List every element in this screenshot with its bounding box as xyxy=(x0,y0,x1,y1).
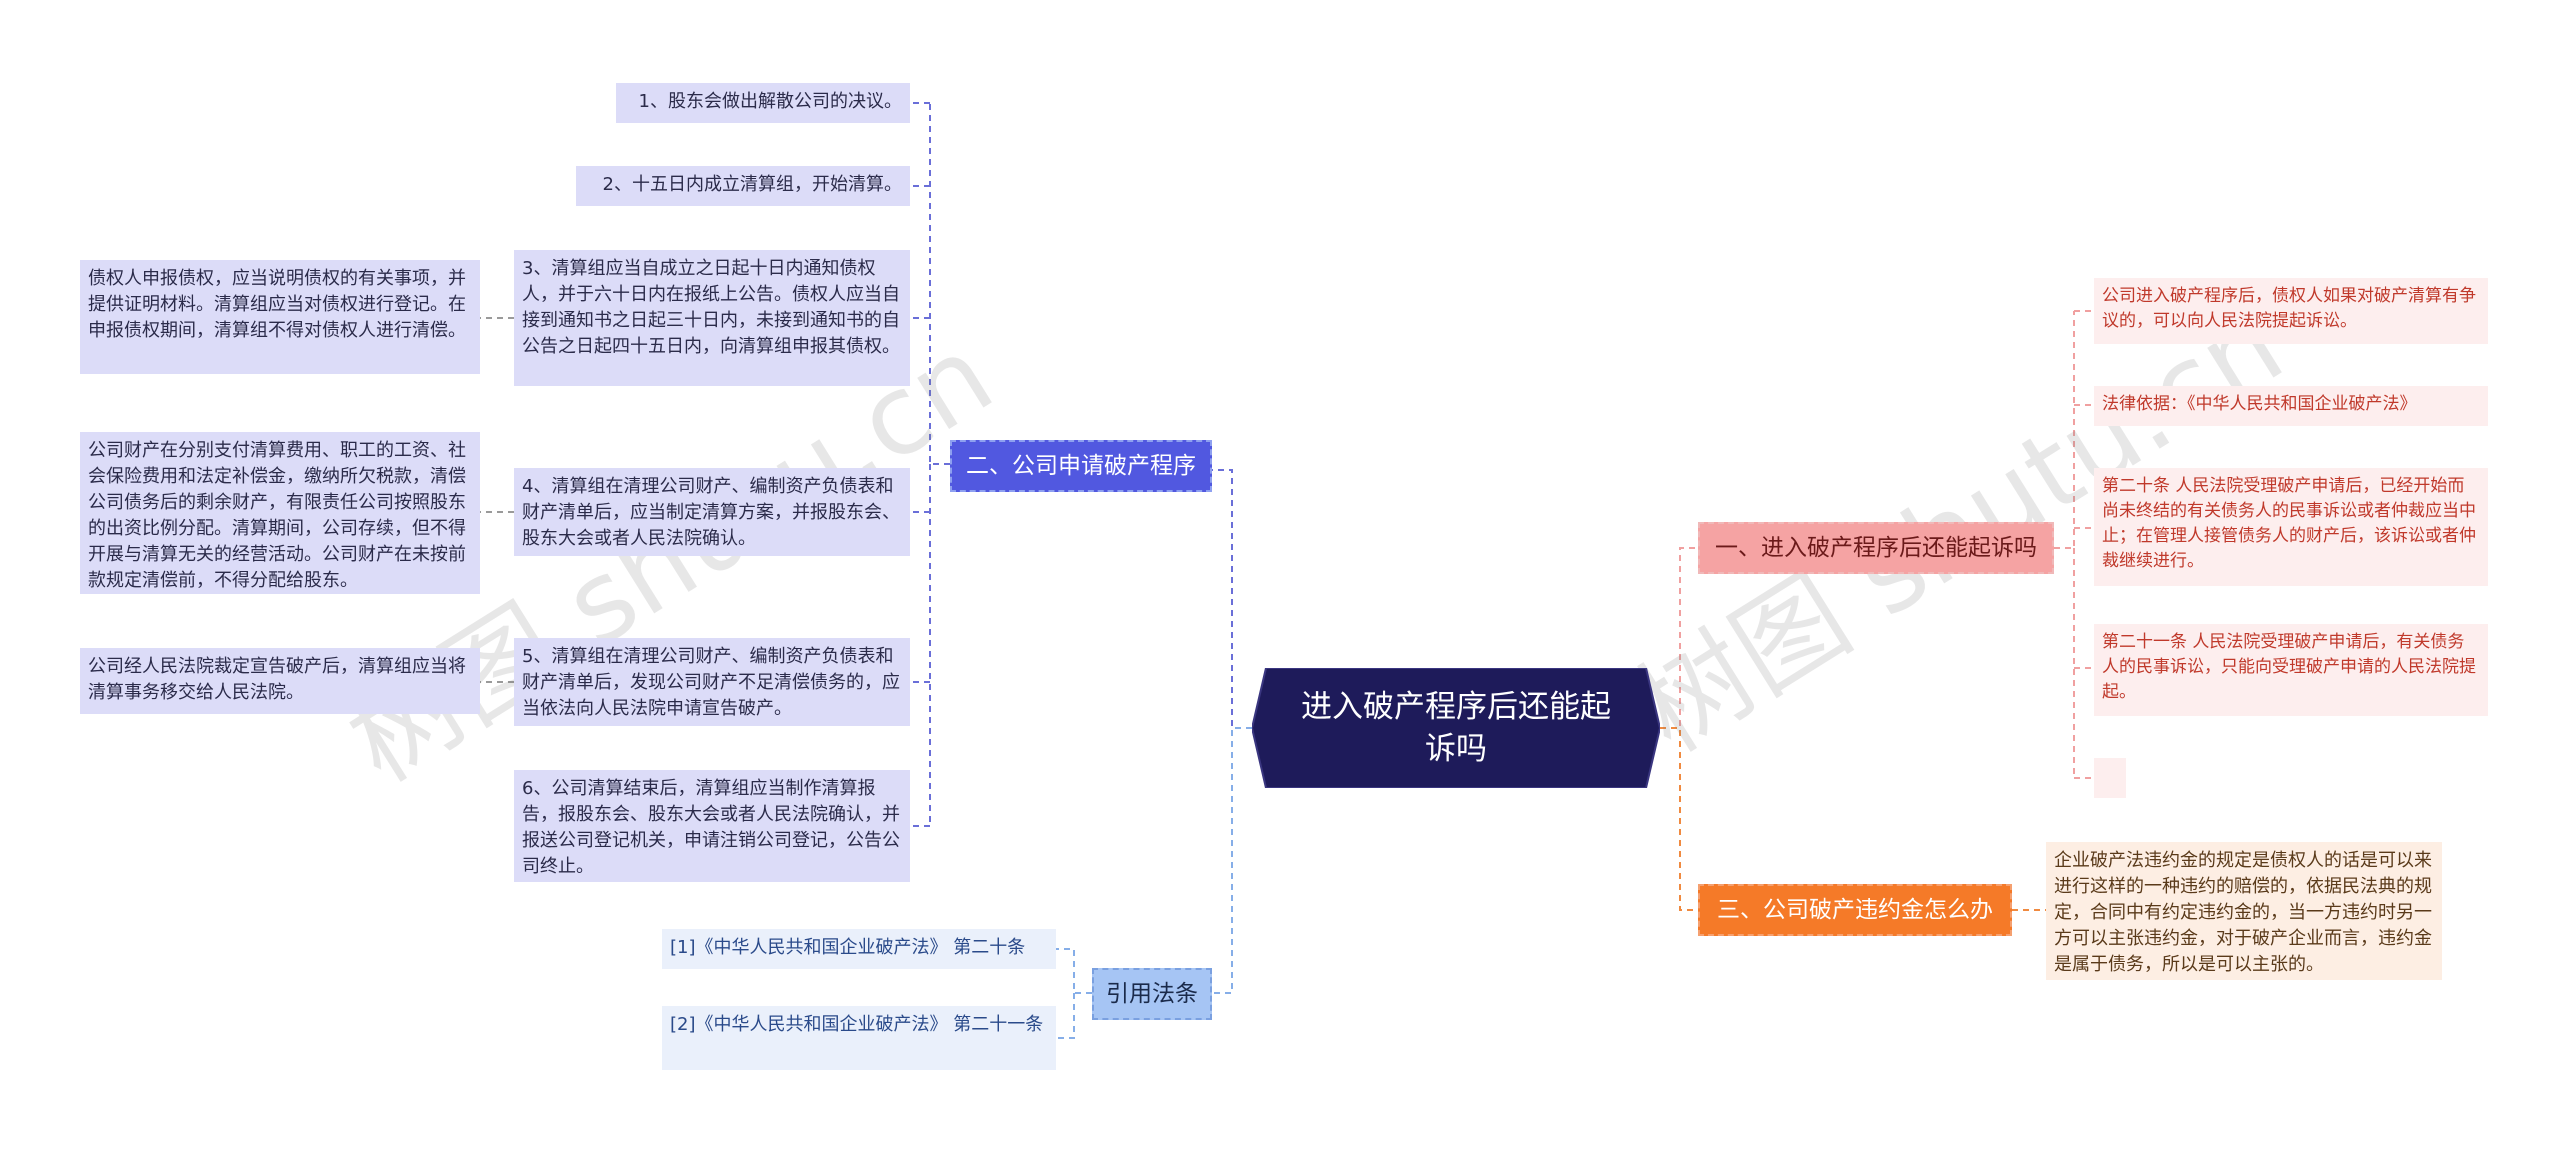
branch-cited-laws[interactable]: 引用法条 xyxy=(1092,968,1212,1020)
article-21[interactable]: 第二十一条 人民法院受理破产申请后，有关债务人的民事诉讼，只能向受理破产申请的人… xyxy=(2094,624,2488,716)
ref-article-20[interactable]: [1]《中华人民共和国企业破产法》 第二十条 xyxy=(662,929,1056,969)
legal-basis[interactable]: 法律依据：《中华人民共和国企业破产法》 xyxy=(2094,386,2488,426)
step-5-note[interactable]: 公司经人民法院裁定宣告破产后，清算组应当将清算事务移交给人民法院。 xyxy=(80,648,480,714)
root-node[interactable]: 进入破产程序后还能起诉吗 xyxy=(1301,689,1611,767)
step-4-note[interactable]: 公司财产在分别支付清算费用、职工的工资、社会保险费用和法定补偿金，缴纳所欠税款，… xyxy=(80,432,480,594)
step-4[interactable]: 4、清算组在清理公司财产、编制资产负债表和财产清单后，应当制定清算方案，并报股东… xyxy=(514,468,910,556)
empty-leaf[interactable] xyxy=(2094,758,2126,798)
root-shape xyxy=(1252,668,1660,788)
step-3-note[interactable]: 债权人申报债权，应当说明债权的有关事项，并提供证明材料。清算组应当对债权进行登记… xyxy=(80,260,480,374)
step-2[interactable]: 2、十五日内成立清算组，开始清算。 xyxy=(576,166,910,206)
step-5[interactable]: 5、清算组在清理公司财产、编制资产负债表和财产清单后，发现公司财产不足清偿债务的… xyxy=(514,638,910,726)
wire-b4-refs xyxy=(1056,948,1092,994)
wire-root-b3 xyxy=(1660,727,1698,911)
wire-root-b2 xyxy=(1212,469,1252,729)
branch-can-sue[interactable]: 一、进入破产程序后还能起诉吗 xyxy=(1698,522,2054,574)
ref-article-21[interactable]: [2]《中华人民共和国企业破产法》 第二十一条 xyxy=(662,1006,1056,1070)
can-sue-answer[interactable]: 公司进入破产程序后，债权人如果对破产清算有争议的，可以向人民法院提起诉讼。 xyxy=(2094,278,2488,344)
step-1[interactable]: 1、股东会做出解散公司的决议。 xyxy=(616,83,910,123)
wire-b1-trunk xyxy=(2054,311,2075,549)
wire-root-b4 xyxy=(1212,727,1252,994)
penalty-answer[interactable]: 企业破产法违约金的规定是债权人的话是可以来进行这样的一种违约的赔偿的，依据民法典… xyxy=(2046,842,2442,980)
branch-bankruptcy-procedure[interactable]: 二、公司申请破产程序 xyxy=(950,440,1212,492)
step-6[interactable]: 6、公司清算结束后，清算组应当制作清算报告，报股东会、股东大会或者人民法院确认，… xyxy=(514,770,910,882)
step-3[interactable]: 3、清算组应当自成立之日起十日内通知债权人，并于六十日内在报纸上公告。债权人应当… xyxy=(514,250,910,386)
wire-root-b1 xyxy=(1660,547,1698,729)
branch-penalty[interactable]: 三、公司破产违约金怎么办 xyxy=(1698,884,2012,936)
article-20[interactable]: 第二十条 人民法院受理破产申请后，已经开始而尚未终结的有关债务人的民事诉讼或者仲… xyxy=(2094,468,2488,586)
